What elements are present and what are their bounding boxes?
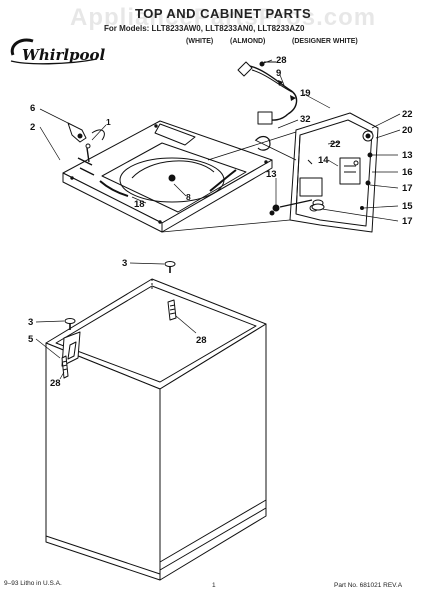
callout-18: 18: [134, 199, 145, 210]
callout-numbers: 28 9 19 22 6 1 32 20 2 22 14 13 16 17 8 …: [28, 55, 413, 389]
callout-14: 14: [318, 155, 329, 166]
wire-harness: [237, 61, 298, 151]
watermark-text: AppliancePartsPros.com: [70, 4, 377, 31]
model-numbers: For Models: LLT8233AW0, LLT8233AN0, LLT8…: [104, 24, 305, 33]
callout-32: 32: [300, 114, 311, 125]
cabinet: [45, 278, 267, 581]
page-number: 1: [212, 582, 216, 589]
callout-28-cabinet: 28: [196, 335, 207, 346]
assembly-leaders: [161, 131, 297, 233]
callout-2: 2: [30, 122, 35, 133]
callout-13-right: 13: [402, 150, 413, 161]
callout-leaders: [35, 59, 401, 380]
callout-19: 19: [300, 88, 311, 99]
callout-16: 16: [402, 167, 413, 178]
callout-9: 9: [276, 68, 281, 79]
color-designer-label: (DESIGNER WHITE): [292, 38, 358, 45]
callout-5: 5: [28, 334, 34, 345]
litho-note: 9–93 Litho in U.S.A.: [4, 580, 62, 587]
callout-22-mid: 22: [330, 139, 341, 150]
control-panel: [269, 112, 379, 233]
callout-13-left: 13: [266, 169, 277, 180]
callout-17-lower: 17: [402, 216, 413, 227]
brand-wordmark: Whirlpool: [22, 46, 106, 64]
color-white-label: (WHITE): [186, 38, 214, 45]
callout-20: 20: [402, 125, 413, 136]
callout-28-top: 28: [276, 55, 287, 66]
callout-6: 6: [30, 103, 35, 114]
callout-8: 8: [186, 192, 191, 202]
callout-28-front: 28: [50, 378, 61, 389]
whirlpool-logo: [10, 38, 98, 65]
part-number: Part No. 681021 REV.A: [334, 582, 403, 589]
callout-3-lower: 3: [28, 317, 33, 328]
callout-15: 15: [402, 201, 413, 212]
page-title: TOP AND CABINET PARTS: [135, 6, 312, 21]
callout-1: 1: [106, 117, 111, 127]
callout-22-right: 22: [402, 109, 413, 120]
color-almond-label: (ALMOND): [230, 38, 266, 45]
callout-17-upper: 17: [402, 183, 413, 194]
hinge-parts: [67, 122, 105, 176]
callout-3-upper: 3: [122, 258, 127, 269]
top-assembly: [62, 120, 273, 233]
triangle-markers: [278, 80, 296, 101]
